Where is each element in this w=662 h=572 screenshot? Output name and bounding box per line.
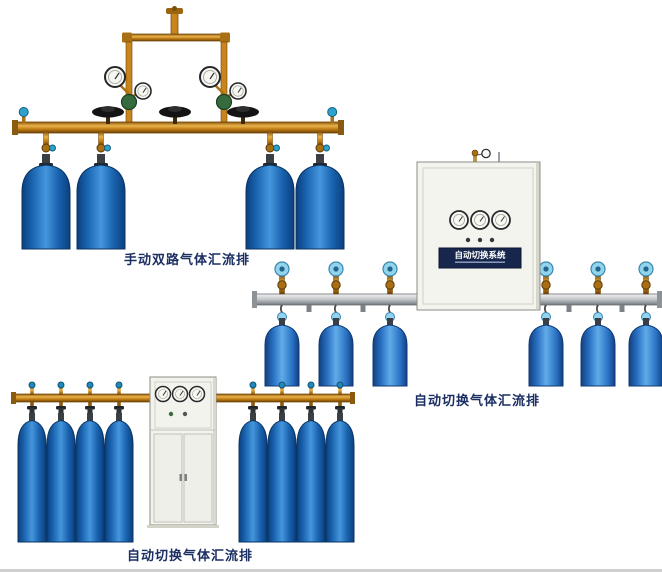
cylinder-connection-valve xyxy=(96,131,111,153)
gas-cylinder xyxy=(267,405,297,543)
cabinet-door-left xyxy=(153,433,183,523)
station-valve xyxy=(590,261,606,320)
pressure-regulator-right xyxy=(199,66,247,111)
station-valve xyxy=(382,261,398,320)
manifold-pipe xyxy=(12,120,344,135)
cabinet-label-plate xyxy=(438,247,522,269)
gas-cylinder xyxy=(628,312,662,387)
valve-handwheel xyxy=(92,106,124,124)
station-valve xyxy=(274,261,290,320)
station-valve xyxy=(538,261,554,320)
cabinet-title: 自动切换系统 xyxy=(454,250,506,260)
pressure-gauge xyxy=(229,82,247,100)
pressure-regulator-left xyxy=(104,66,152,111)
cabinet-gauge xyxy=(449,210,469,230)
gas-cylinder xyxy=(528,312,564,387)
end-valve-right xyxy=(327,107,338,123)
station-valve xyxy=(328,261,344,320)
product-label: 自动切换气体汇流排 xyxy=(126,548,253,563)
valve-handwheel xyxy=(227,106,259,124)
gas-cylinder xyxy=(296,405,326,543)
product-photo-manual-dual-manifold xyxy=(8,6,348,255)
gas-cylinder xyxy=(17,405,47,543)
cabinet-gauge xyxy=(491,210,511,230)
product-label: 手动双路气体汇流排 xyxy=(123,252,250,267)
manual-dual-manifold-image xyxy=(12,6,345,250)
valve-handwheel xyxy=(159,106,191,124)
pressure-gauge xyxy=(104,66,126,88)
cabinet-gauge xyxy=(171,385,189,403)
bottom-divider xyxy=(0,569,662,572)
cabinet-gauge xyxy=(188,385,206,403)
product-photo-auto-switch-wall: 自动切换系统 xyxy=(252,148,662,399)
cabinet-gauge xyxy=(154,385,172,403)
pressure-gauge xyxy=(134,82,152,100)
cabinet-door-right xyxy=(183,433,213,523)
auto-switch-floor-image xyxy=(11,376,355,543)
gas-cylinder xyxy=(325,405,355,543)
station-valve xyxy=(638,261,654,320)
control-cabinet xyxy=(147,376,219,528)
end-valve-left xyxy=(18,107,29,123)
auto-switch-wall-image: 自动切换系统 xyxy=(252,148,662,387)
gas-cylinder xyxy=(75,405,105,543)
top-tee-piping xyxy=(122,6,230,125)
gas-cylinder xyxy=(580,312,616,387)
manifold-pipe-right xyxy=(215,392,355,404)
product-photo-auto-switch-floor xyxy=(10,372,356,549)
gas-cylinder xyxy=(76,153,126,250)
control-cabinet: 自动切换系统 xyxy=(416,148,541,311)
gas-cylinder xyxy=(104,405,134,543)
gas-cylinder xyxy=(238,405,268,543)
pressure-gauge xyxy=(199,66,221,88)
gas-cylinder xyxy=(46,405,76,543)
gas-cylinder xyxy=(21,153,71,250)
gas-cylinder xyxy=(372,312,408,387)
cabinet-gauge xyxy=(470,210,490,230)
product-label: 自动切换气体汇流排 xyxy=(413,393,540,408)
cylinder-connection-valve xyxy=(41,131,56,153)
